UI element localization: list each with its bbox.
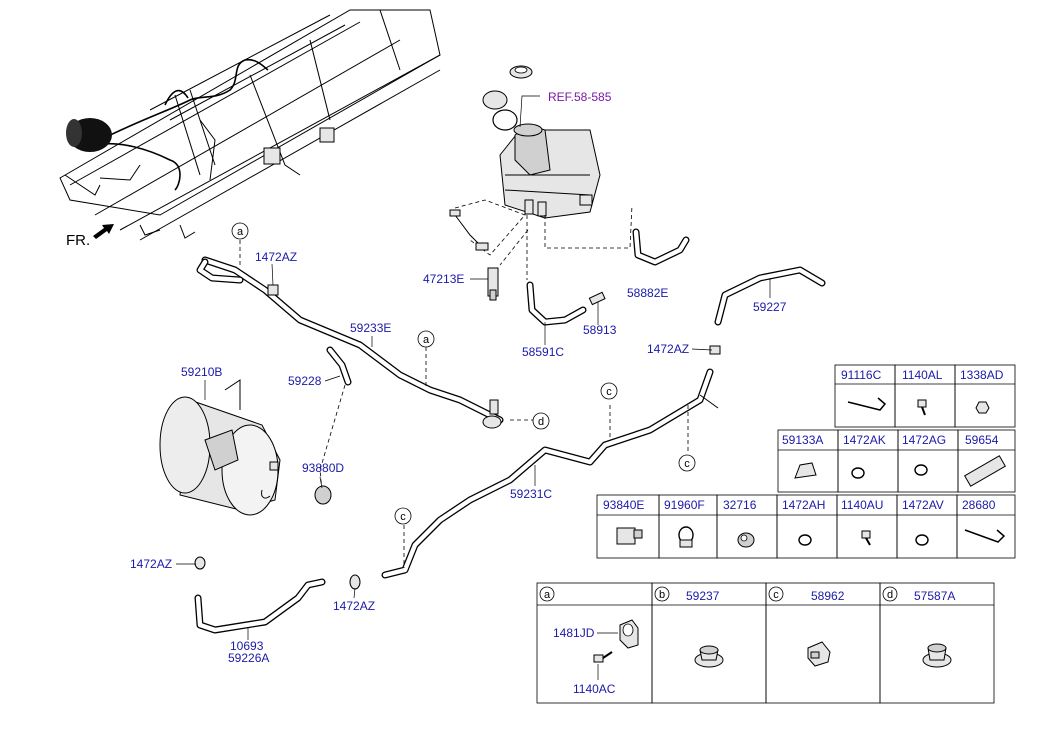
ref-label: REF.58-585 — [548, 90, 612, 104]
parts-table: 91116C 1140AL 1338AD 59133A 1472AK 1472A… — [596, 364, 1016, 559]
callout-93880D: 93880D — [302, 461, 344, 475]
part-1338AD: 1338AD — [960, 368, 1004, 382]
callout-47213E: 47213E — [423, 272, 464, 286]
grommet-icon — [694, 645, 724, 668]
col-part-57587A: 57587A — [914, 589, 955, 603]
cable-tie-icon — [964, 529, 1006, 543]
callout-1472AZ: 1472AZ — [130, 557, 172, 571]
clamp-icon — [914, 464, 928, 476]
col-letter-d: d — [887, 589, 893, 601]
sensor-icon — [616, 527, 643, 545]
cap-icon — [794, 462, 817, 479]
grommet-icon — [922, 643, 952, 668]
part-59654: 59654 — [965, 433, 999, 447]
callout-59231C: 59231C — [510, 487, 552, 501]
clamp-icon — [915, 534, 929, 546]
callout-59210B: 59210B — [181, 365, 222, 379]
callout-59227: 59227 — [753, 300, 787, 314]
clamp-icon — [798, 534, 812, 546]
callout-59226A: 59226A — [228, 651, 269, 665]
part-1140AC: 1140AC — [573, 682, 616, 696]
callout-58882E: 58882E — [627, 286, 668, 300]
col-part-59237: 59237 — [686, 589, 720, 603]
part-91116C: 91116C — [841, 368, 882, 382]
part-91960F: 91960F — [664, 498, 705, 512]
chassis-frame — [59, 9, 441, 241]
callout-1472AZ: 1472AZ — [647, 342, 689, 356]
part-1472AH: 1472AH — [782, 498, 825, 512]
marker-c: c — [400, 511, 406, 523]
grommet-icon — [678, 526, 694, 548]
callout-1472AZ: 1472AZ — [255, 250, 297, 264]
part-32716: 32716 — [723, 498, 757, 512]
part-59133A: 59133A — [782, 433, 823, 447]
part-1481JD: 1481JD — [553, 626, 595, 640]
part-1472AV: 1472AV — [902, 498, 944, 512]
letter-table: a b c d 59237 58962 57587A 1481JD 1140AC — [536, 582, 995, 704]
col-letter-b: b — [659, 589, 665, 601]
col-letter-c: c — [773, 589, 779, 601]
reservoir — [159, 379, 332, 516]
cable-tie-icon — [847, 397, 887, 411]
part-1140AU: 1140AU — [841, 498, 883, 512]
expansion-tank — [482, 65, 601, 219]
col-part-58962: 58962 — [811, 589, 845, 603]
part-93840E: 93840E — [603, 498, 644, 512]
bushing-icon — [737, 532, 755, 548]
bolt-icon — [593, 651, 613, 663]
part-1140AL: 1140AL — [902, 368, 943, 382]
callout-58591C: 58591C — [522, 345, 564, 359]
marker-a: a — [237, 226, 244, 238]
part-28680: 28680 — [962, 498, 996, 512]
callout-10693: 10693 — [230, 639, 264, 653]
front-arrow-icon — [93, 224, 114, 239]
callout-59228: 59228 — [288, 374, 322, 388]
direction-label: FR. — [66, 232, 90, 249]
callout-59233E: 59233E — [350, 321, 391, 335]
part-1472AG: 1472AG — [902, 433, 946, 447]
callout-labels: 47213E 58882E 58913 58591C 59227 1472AZ … — [130, 250, 787, 665]
bracket-icon — [619, 619, 639, 649]
marker-d: d — [538, 416, 544, 428]
bolt-icon — [861, 530, 871, 546]
hose-icon — [963, 455, 1007, 487]
circle-markers: a a d c c c — [231, 222, 696, 525]
nut-icon — [975, 401, 990, 414]
marker-c: c — [606, 386, 612, 398]
marker-c: c — [684, 458, 690, 470]
marker-a: a — [423, 334, 430, 346]
clamp-icon — [851, 467, 865, 479]
part-1472AK: 1472AK — [843, 433, 886, 447]
clip-icon — [807, 641, 831, 667]
callout-58913: 58913 — [583, 323, 617, 337]
level-sensor — [449, 209, 499, 301]
callout-1472AZ: 1472AZ — [333, 599, 375, 613]
col-letter-a: a — [544, 589, 551, 601]
bolt-icon — [917, 399, 927, 416]
harness — [66, 58, 269, 191]
